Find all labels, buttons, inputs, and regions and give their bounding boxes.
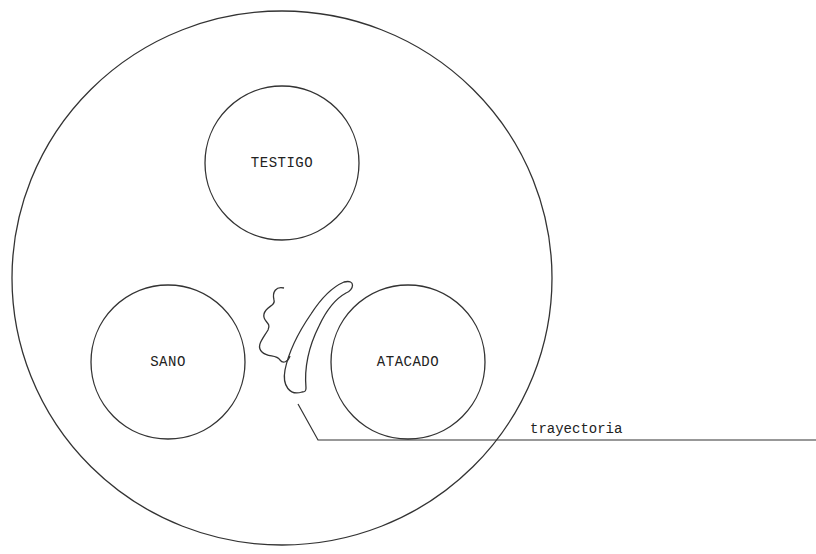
- sample-circle: ATACADO: [330, 284, 486, 440]
- circle-label: TESTIGO: [251, 155, 313, 171]
- petri-dish: [12, 11, 552, 545]
- circle-shape: [91, 285, 245, 439]
- circle-label: SANO: [150, 354, 186, 370]
- trajectory-trace: [260, 288, 290, 362]
- callout-label: trayectoria: [530, 421, 622, 437]
- circle-shape: [205, 86, 359, 240]
- sample-circle: TESTIGO: [204, 85, 360, 241]
- circle-shape: [331, 285, 485, 439]
- circle-label: ATACADO: [377, 354, 439, 370]
- sample-circle: SANO: [90, 284, 246, 440]
